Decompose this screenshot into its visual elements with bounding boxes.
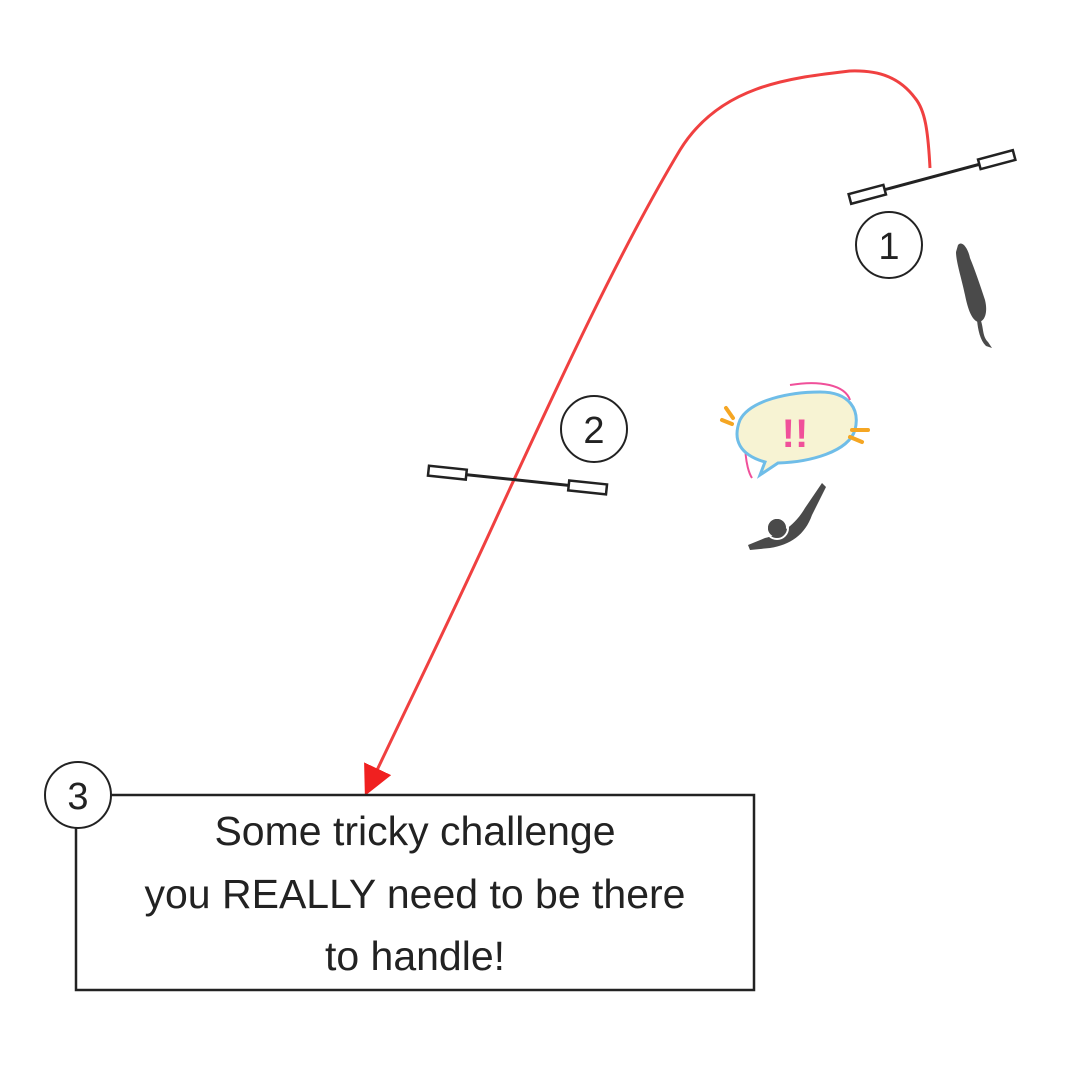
svg-text:2: 2 [583,410,604,452]
marker-1: 1 [855,211,923,279]
challenge-line-2: you REALLY need to be there [145,871,686,917]
challenge-box: Some tricky challenge you REALLY need to… [74,793,756,992]
challenge-line-3: to handle! [325,933,505,979]
alert-text: !! [782,412,809,456]
pole-2 [426,464,609,496]
challenge-line-1: Some tricky challenge [214,808,615,854]
marker-2: 2 [560,395,628,463]
dog-icon [956,243,992,348]
alert-bubble: !! [720,382,870,479]
svg-text:3: 3 [67,776,88,818]
person-icon [748,483,826,550]
route-arrow [364,69,932,796]
pole-1 [847,148,1017,206]
burst-lines-icon [720,406,870,444]
svg-text:1: 1 [878,226,899,268]
marker-3: 3 [44,761,112,829]
